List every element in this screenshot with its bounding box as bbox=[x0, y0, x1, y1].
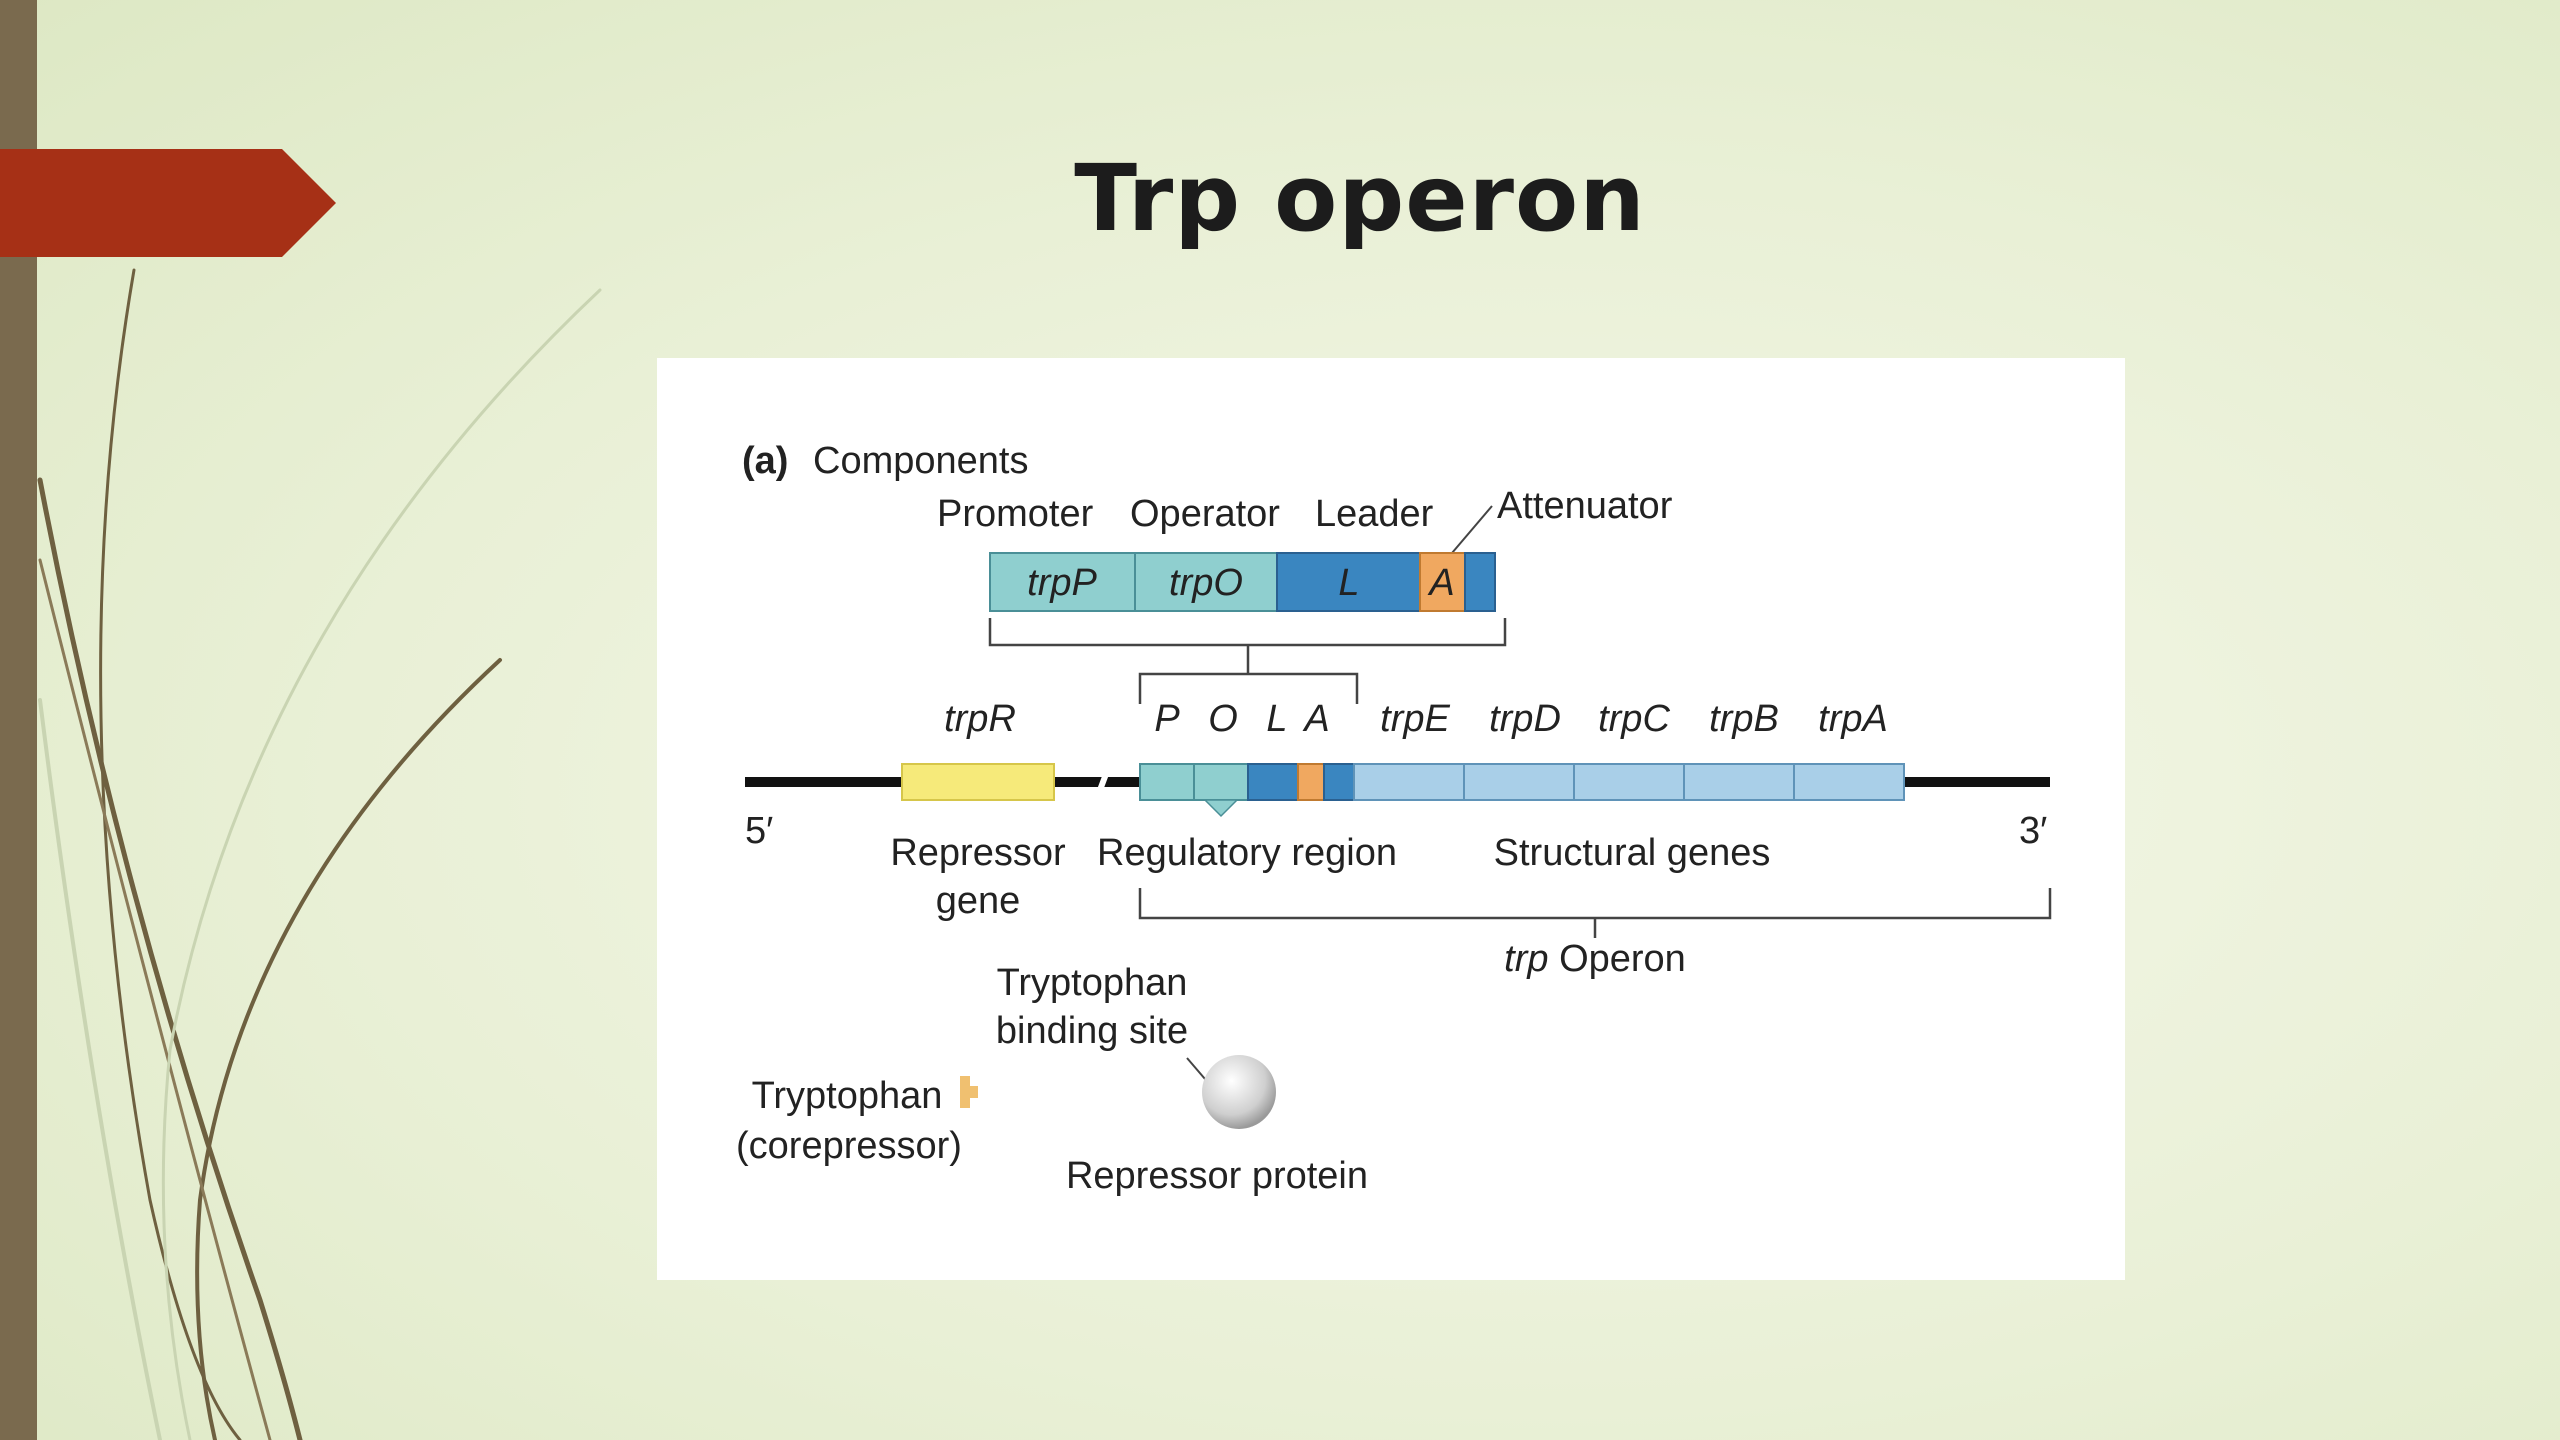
label-binding-site-2: binding site bbox=[996, 1010, 1188, 1052]
label-tryptophan-2: (corepressor) bbox=[736, 1125, 962, 1167]
label-trp-operon: trp Operon bbox=[1504, 938, 1686, 980]
region-end bbox=[1323, 763, 1355, 801]
panel-label: (a) bbox=[742, 440, 788, 482]
label-promoter: Promoter bbox=[937, 493, 1094, 535]
tryptophan-icon bbox=[960, 1076, 978, 1108]
label-trpB: trpB bbox=[1709, 698, 1779, 740]
label-repressor-protein: Repressor protein bbox=[1066, 1155, 1368, 1197]
label-3-prime: 3′ bbox=[2019, 810, 2047, 852]
dna-break bbox=[1094, 764, 1112, 800]
label-reg-A: A bbox=[1302, 698, 1329, 740]
label-operator: Operator bbox=[1130, 493, 1280, 535]
panel-title: Components bbox=[813, 440, 1028, 482]
gene-trpC bbox=[1573, 763, 1685, 801]
gene-trpR bbox=[901, 763, 1055, 801]
region-A bbox=[1297, 763, 1325, 801]
label-binding-site-1: Tryptophan bbox=[997, 962, 1188, 1004]
text-L: L bbox=[1338, 562, 1359, 604]
region-P bbox=[1139, 763, 1195, 801]
label-regulatory-region: Regulatory region bbox=[1097, 832, 1397, 874]
operon-figure: (a) Components Promoter Operator Leader … bbox=[657, 358, 2125, 1280]
operator-marker bbox=[1203, 799, 1239, 818]
label-repressor-gene-2: gene bbox=[936, 880, 1021, 922]
zoom-bracket bbox=[988, 618, 1507, 704]
label-leader: Leader bbox=[1315, 493, 1434, 535]
label-5-prime: 5′ bbox=[745, 810, 773, 852]
region-L bbox=[1247, 763, 1299, 801]
grass-decoration bbox=[37, 268, 602, 1440]
text-A: A bbox=[1427, 562, 1454, 604]
label-tryptophan-1: Tryptophan bbox=[752, 1075, 943, 1117]
label-trpD: trpD bbox=[1489, 698, 1561, 740]
text-trpP: trpP bbox=[1027, 562, 1097, 604]
segment-trpO bbox=[1134, 552, 1278, 612]
gene-trpB bbox=[1683, 763, 1795, 801]
operon-bracket bbox=[1138, 888, 2052, 938]
gene-trpE bbox=[1353, 763, 1465, 801]
label-attenuator: Attenuator bbox=[1497, 485, 1673, 527]
slide-title: Trp operon bbox=[1074, 145, 1646, 252]
segment-A bbox=[1419, 552, 1466, 612]
label-trpA: trpA bbox=[1818, 698, 1888, 740]
repressor-protein-sphere bbox=[1202, 1055, 1276, 1129]
label-reg-L: L bbox=[1266, 698, 1287, 740]
label-repressor-gene-1: Repressor bbox=[890, 832, 1066, 874]
label-trpR: trpR bbox=[944, 698, 1016, 740]
segment-L bbox=[1276, 552, 1421, 612]
region-O bbox=[1193, 763, 1249, 801]
title-banner-arrow bbox=[0, 149, 336, 257]
text-trpO: trpO bbox=[1169, 562, 1243, 604]
label-structural-genes: Structural genes bbox=[1494, 832, 1771, 874]
attenuator-pointer bbox=[1451, 505, 1493, 554]
label-trpE: trpE bbox=[1380, 698, 1450, 740]
gene-trpA bbox=[1793, 763, 1905, 801]
label-trpC: trpC bbox=[1598, 698, 1670, 740]
segment-end bbox=[1464, 552, 1496, 612]
gene-trpD bbox=[1463, 763, 1575, 801]
label-reg-P: P bbox=[1154, 698, 1180, 740]
label-reg-O: O bbox=[1208, 698, 1238, 740]
